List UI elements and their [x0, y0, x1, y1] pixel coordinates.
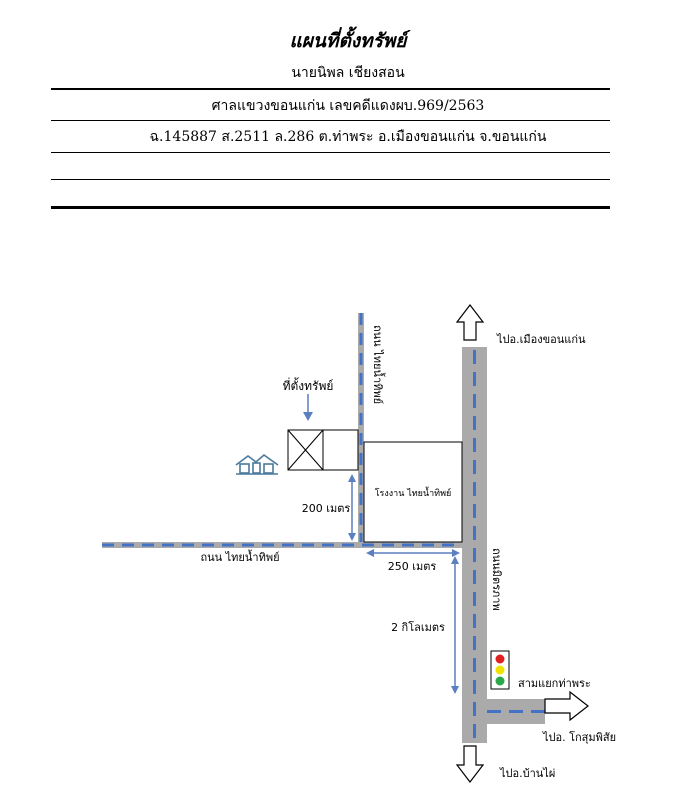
property-lot [287, 429, 359, 471]
distance-200-label: 200 เมตร [302, 502, 351, 515]
divider-2 [51, 152, 610, 153]
factory-label: โรงงาน ไทยน้ำทิพย์ [375, 486, 452, 499]
distance-250-label: 250 เมตร [388, 560, 437, 573]
traffic-light-icon [490, 650, 510, 690]
to-east-label: ไปอ. โกสุมพิสัย [542, 730, 616, 744]
house-icon [235, 453, 279, 475]
highway-label: ถนนมิตรภาพ [490, 548, 503, 611]
arrow-up-icon [455, 304, 485, 341]
court-case-text: ศาลแขวงขอนแก่น เลขคดีแดงผบ.969/2563 [211, 98, 485, 114]
divider-bottom [51, 206, 610, 209]
side-road-horizontal [102, 542, 464, 548]
divider-3 [51, 179, 610, 180]
divider-1 [51, 120, 610, 121]
arrow-down-icon [455, 745, 485, 783]
side-road-horizontal-label: ถนน ไทยน้ำทิพย์ [200, 549, 279, 564]
highway-road [462, 347, 487, 743]
owner-name: นายนิพล เชียงสอน [291, 65, 405, 81]
to-north-label: ไปอ.เมืองขอนแก่น [496, 333, 586, 346]
side-road-vertical [358, 313, 364, 547]
junction-branch-road [487, 699, 545, 724]
side-road-vertical-label: ถนน ไทยน้ำทิพย์ [371, 325, 386, 404]
distance-2km-label: 2 กิโลเมตร [391, 620, 445, 634]
factory-block [363, 441, 463, 543]
deed-text: ฉ.145887 ส.2511 ล.286 ต.ท่าพระ อ.เมืองขอ… [149, 129, 547, 145]
property-pointer-arrow [303, 394, 313, 421]
divider-top [51, 88, 610, 90]
to-south-label: ไปอ.บ้านไผ่ [499, 767, 555, 780]
map-title: แผนที่ตั้งทรัพย์ [289, 30, 407, 52]
junction-label: สามแยกท่าพระ [518, 677, 591, 690]
property-label: ที่ตั้งทรัพย์ [283, 377, 334, 393]
arrow-right-icon [544, 690, 589, 722]
